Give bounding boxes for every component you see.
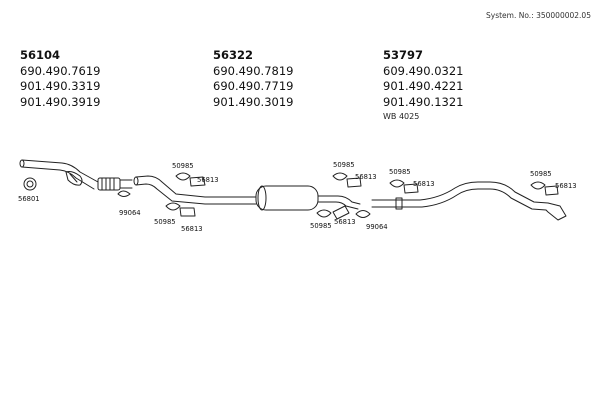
part-label-56813: 56813 (197, 176, 219, 184)
part-label-99064: 99064 (366, 223, 388, 231)
group-title: 53797 (383, 48, 424, 62)
part-label-56813: 56813 (181, 225, 203, 233)
hanger-50985-d (316, 205, 350, 220)
group-line: 901.490.1321 (383, 94, 464, 109)
group-line: 901.490.4221 (383, 79, 464, 93)
part-group-56322: 56322 690.490.7819 690.490.7719 901.490.… (213, 48, 293, 110)
hanger-50985-b (165, 202, 196, 217)
clamp-99064-right (355, 210, 371, 218)
part-group-53797: 53797 609.490.0321 901.490.4221 901.490.… (383, 48, 463, 123)
group-title: 56104 (20, 48, 61, 62)
part-label-99064: 99064 (119, 209, 141, 217)
intermediate-pipe (133, 175, 257, 205)
part-label-50985: 50985 (172, 162, 194, 170)
system-number: System. No.: 350000002.05 (486, 11, 591, 20)
part-label-56813: 56813 (355, 173, 377, 181)
hanger-50985-a (175, 172, 206, 187)
hanger-50985-c (332, 172, 362, 188)
hanger-50985-f (530, 181, 559, 196)
group-line: 609.490.0321 (383, 63, 464, 78)
group-note: WB 4025 (383, 112, 420, 121)
part-label-56801: 56801 (18, 195, 40, 203)
part-label-50985: 50985 (333, 161, 355, 169)
part-label-56813: 56813 (334, 218, 356, 226)
group-line: 690.490.7819 (213, 63, 294, 78)
part-group-56104: 56104 690.490.7619 901.490.3319 901.490.… (20, 48, 100, 110)
group-line: 690.490.7719 (213, 79, 294, 93)
hanger-50985-e (389, 179, 419, 194)
clamp-56801 (23, 177, 37, 191)
part-label-50985: 50985 (310, 222, 332, 230)
centre-silencer (255, 185, 361, 211)
tail-pipe (371, 181, 567, 221)
clamp-99064-left (117, 190, 131, 197)
part-label-56813: 56813 (555, 182, 577, 190)
part-label-56813: 56813 (413, 180, 435, 188)
part-label-50985: 50985 (389, 168, 411, 176)
flex-pipe (97, 177, 133, 191)
group-title: 56322 (213, 48, 254, 62)
part-label-50985: 50985 (530, 170, 552, 178)
group-line: 901.490.3019 (213, 94, 294, 109)
group-line: 901.490.3919 (20, 94, 101, 109)
group-line: 690.490.7619 (20, 63, 101, 78)
front-downpipe (19, 159, 99, 190)
part-label-50985: 50985 (154, 218, 176, 226)
group-line: 901.490.3319 (20, 79, 101, 93)
